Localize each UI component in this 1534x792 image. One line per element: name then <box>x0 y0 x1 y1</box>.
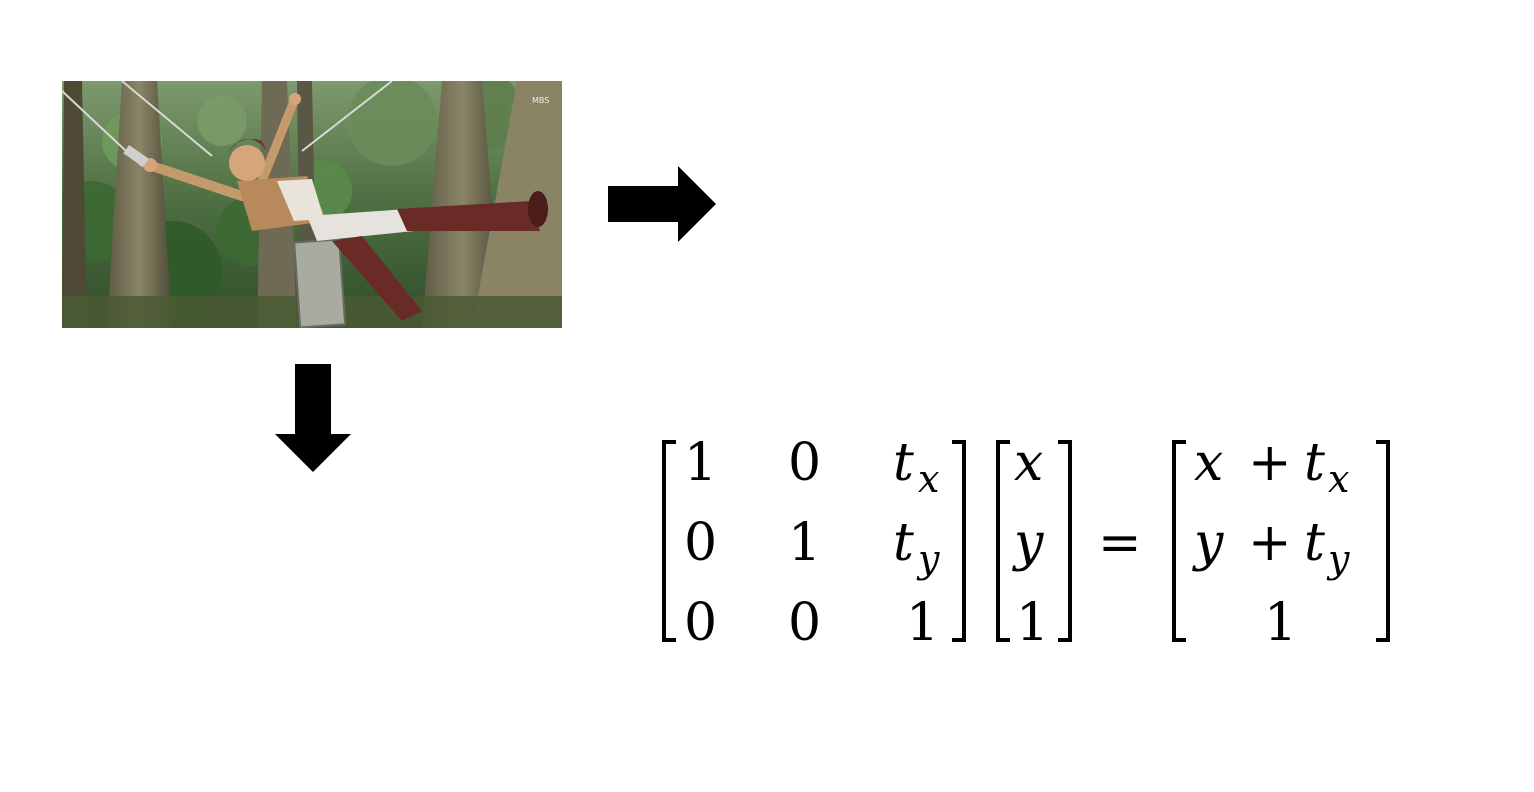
result-r2-var: y <box>1192 513 1224 573</box>
matrix-r2c3-t: t <box>893 513 914 573</box>
result-r1-op: + <box>1248 433 1292 493</box>
vector-y: y <box>1012 513 1044 573</box>
result-r1-sub: x <box>1328 457 1349 501</box>
matrix-r3c2: 0 <box>788 593 821 653</box>
matrix-r3c1: 0 <box>684 593 717 653</box>
result-r1-var: x <box>1194 433 1223 493</box>
result-r2-sub: y <box>1326 537 1350 581</box>
anime-forest-image: MBS <box>62 81 562 328</box>
result-r2-t: t <box>1304 513 1325 573</box>
character-figure <box>143 93 548 328</box>
equals-sign: = <box>1098 513 1142 573</box>
matrix-r1c3-t: t <box>893 433 914 493</box>
vector-x: x <box>1014 433 1043 493</box>
matrix-r1c3-sub: x <box>918 457 939 501</box>
vector-one: 1 <box>1016 593 1049 653</box>
translation-matrix-equation: 1 0 t x 0 1 t y 0 0 1 x y 1 = x + t x y … <box>662 433 1390 653</box>
result-r1-t: t <box>1304 433 1325 493</box>
result-brackets <box>1172 440 1390 642</box>
result-r2-op: + <box>1248 513 1292 573</box>
matrix-r2c3-sub: y <box>916 537 940 581</box>
watermark-text: MBS <box>532 96 549 105</box>
down-arrow-icon <box>275 364 351 472</box>
matrix-r1c1: 1 <box>684 433 717 493</box>
matrix-brackets <box>662 440 966 642</box>
matrix-r1c2: 0 <box>788 433 821 493</box>
matrix-r2c2: 1 <box>788 513 821 573</box>
matrix-r3c3: 1 <box>906 593 939 653</box>
matrix-r2c1: 0 <box>684 513 717 573</box>
result-r3: 1 <box>1264 593 1297 653</box>
grapple-handle <box>123 145 149 167</box>
right-arrow-icon <box>608 166 716 242</box>
vector-brackets <box>996 440 1072 642</box>
